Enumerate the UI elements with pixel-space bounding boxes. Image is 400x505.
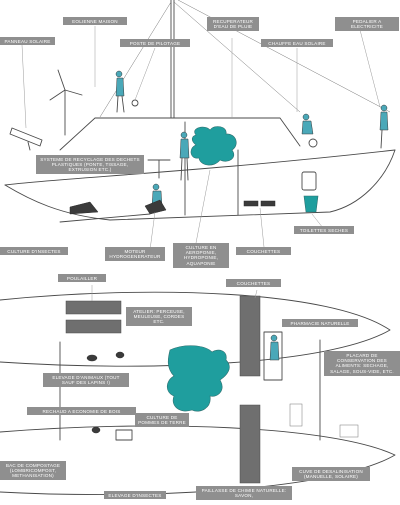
label-elevage: ELEVAGE D'ANIMAUX (TOUT SAUF DES LAPINS …	[43, 373, 129, 387]
animal-icon-1	[86, 354, 98, 362]
hydroponic-plants	[190, 126, 237, 166]
label-pharmacie: PHARMACIE NATURELLE	[282, 319, 358, 328]
label-placard: PLACARD DE CONSERVATION DES ALIMENTS: SE…	[324, 351, 400, 376]
leader-lines	[21, 25, 381, 301]
label-desalinisation: CUVE DE DESALINISATION (MANUELLE, SOLAIR…	[292, 467, 370, 481]
stove-icon	[115, 429, 133, 441]
bunk-2	[260, 200, 276, 207]
label-recuperateur: RECUPERATEUR D'EAU DE PLUIE	[207, 17, 259, 31]
helm-icon	[131, 99, 139, 107]
engine-icon	[144, 199, 167, 215]
label-pedalier: PEDALIER A ELECTRICITE	[335, 17, 399, 31]
label-poulailler: POULAILLER	[58, 274, 106, 283]
label-atelier: ATELIER: PERCEUSE, MEULEUSE, CORDES ETC.	[126, 307, 192, 327]
bunk-top-2	[239, 404, 261, 484]
solar-panel-icon	[9, 127, 43, 151]
person-helm-icon	[115, 70, 125, 113]
rigging-front	[99, 1, 172, 118]
propeller-shaft	[59, 213, 151, 223]
label-elevage-insectes: ELEVAGE D'INSECTES	[104, 491, 166, 500]
label-toilettes: TOILETTES SECHES	[294, 226, 354, 235]
label-recyclage: SYSTEME DE RECYCLAGE DES DECHETS PLASTIQ…	[36, 155, 144, 175]
label-paillasse: PAILLASSE DE CHIMIE NATURELLE: SAVON,	[196, 486, 292, 500]
potato-plants	[166, 345, 230, 412]
label-couchettes-top: COUCHETTES	[236, 247, 291, 256]
hull	[4, 149, 396, 221]
animal-icon-3	[91, 426, 101, 434]
desalination-tank-icon	[339, 424, 359, 438]
label-moteur: MOTEUR HYDROGENERATEUR	[105, 247, 165, 261]
label-culture-insectes: CULTURE D'INSECTES	[0, 247, 68, 256]
label-couchettes-bot: COUCHETTES	[226, 279, 281, 288]
bunk-top-1	[239, 295, 261, 377]
label-chauffe: CHAUFFE EAU SOLAIRE	[261, 39, 333, 48]
rigging-back	[173, 1, 301, 113]
chicken-coop-2	[65, 319, 122, 334]
wind-turbine-icon	[49, 69, 83, 136]
storage-cabinet-icon	[289, 403, 303, 427]
toilet-bin	[303, 195, 319, 213]
side-view	[4, 0, 396, 223]
animal-icon-2	[115, 351, 125, 359]
cabin-roof	[59, 117, 301, 151]
insect-culture-box	[69, 201, 99, 215]
bunk-1	[243, 200, 259, 207]
chicken-coop-1	[65, 300, 122, 315]
person-plants-icon	[179, 131, 190, 181]
label-culture-aero: CULTURE EN AEROPONIE, HYDROPONIE, AQUAPO…	[173, 243, 229, 268]
label-eolienne: EOLIENNE MAISON	[63, 17, 127, 26]
label-panneau: PANNEAU SOLAIRE	[0, 37, 55, 46]
toilet-icon	[301, 171, 317, 191]
label-rechaud: RECHAUD A ECONOMIE DE BOIS	[27, 407, 136, 416]
person-stern-icon	[379, 104, 389, 149]
person-pharmacy-icon	[269, 334, 280, 361]
label-pommes: CULTURE DE POMMES DE TERRE	[135, 413, 189, 427]
left-hull-outline	[0, 291, 391, 367]
label-compost: BAC DE COMPOSTAGE (LOMBRICOMPOST, METHAN…	[0, 461, 66, 481]
label-poste: POSTE DE PILOTAGE	[120, 39, 190, 48]
top-view	[0, 291, 396, 496]
deck-line	[4, 149, 396, 186]
person-pedal-icon	[301, 113, 318, 148]
pharmacy-cabinet	[263, 331, 283, 381]
